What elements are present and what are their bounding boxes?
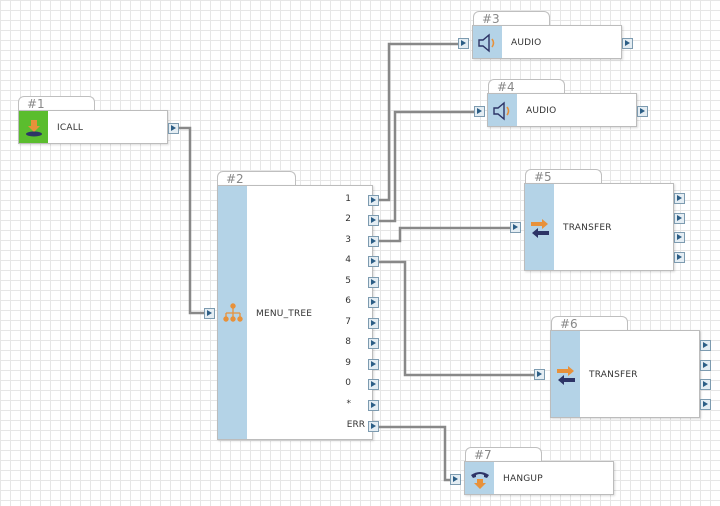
wire-2-port3-to-5 — [379, 226, 513, 243]
output-port-3[interactable] — [674, 232, 685, 243]
output-port-2[interactable] — [368, 215, 379, 226]
input-port[interactable] — [474, 106, 485, 117]
output-port-0[interactable] — [368, 379, 379, 390]
node-icon-strip — [465, 462, 494, 494]
port-label: 8 — [345, 337, 351, 347]
output-port-4[interactable] — [700, 399, 711, 410]
wire-2-err-to-7 — [379, 425, 453, 482]
port-label: 3 — [345, 235, 351, 245]
output-port-7[interactable] — [368, 318, 379, 329]
node-label: AUDIO — [526, 106, 557, 116]
output-port[interactable] — [168, 123, 179, 134]
output-port[interactable] — [622, 38, 633, 49]
hangup-phone-icon — [471, 472, 489, 489]
output-port-err[interactable] — [368, 421, 379, 432]
node-icon-strip — [525, 184, 554, 270]
node-id-tab: #3 — [473, 11, 550, 26]
port-label: 1 — [345, 194, 351, 204]
tree-icon — [223, 303, 243, 322]
input-port[interactable] — [510, 222, 521, 233]
node-id-tab: #4 — [488, 79, 565, 94]
output-port-4[interactable] — [368, 256, 379, 267]
input-port[interactable] — [204, 308, 215, 319]
output-port-5[interactable] — [368, 277, 379, 288]
port-label: ERR — [346, 420, 365, 430]
node-label: TRANSFER — [589, 370, 638, 380]
transfer-arrows-icon — [557, 366, 575, 385]
output-port-3[interactable] — [368, 236, 379, 247]
node-label: ICALL — [57, 123, 84, 133]
transfer-arrows-icon — [531, 219, 549, 238]
node-id-tab: #7 — [465, 447, 542, 462]
node-id-tab: #5 — [525, 169, 602, 184]
output-port-1[interactable] — [674, 193, 685, 204]
node-id-tab: #6 — [551, 316, 628, 331]
port-label: 6 — [345, 296, 351, 306]
speaker-icon — [478, 33, 495, 53]
port-label: * — [346, 399, 352, 409]
port-label: 7 — [345, 317, 351, 327]
node-id-tab: #2 — [217, 171, 296, 186]
input-port[interactable] — [534, 369, 545, 380]
incoming-call-icon — [26, 120, 42, 137]
node-id-tab: #1 — [18, 96, 95, 111]
port-label: 4 — [345, 255, 351, 265]
port-label: 0 — [345, 378, 351, 388]
output-port-4[interactable] — [674, 252, 685, 263]
port-label: 2 — [345, 214, 351, 224]
node-label: HANGUP — [503, 474, 543, 484]
output-port-1[interactable] — [700, 340, 711, 351]
node-label: TRANSFER — [563, 223, 612, 233]
output-port-3[interactable] — [700, 379, 711, 390]
wire-2-port4-to-6 — [379, 260, 537, 377]
output-port-1[interactable] — [368, 195, 379, 206]
output-port-9[interactable] — [368, 359, 379, 370]
port-label: 5 — [345, 276, 351, 286]
wire-2-port1-to-3 — [379, 42, 460, 202]
output-port[interactable] — [637, 106, 648, 117]
output-port-2[interactable] — [674, 213, 685, 224]
input-port[interactable] — [458, 38, 469, 49]
node-icon-strip — [551, 331, 580, 417]
output-port-star[interactable] — [368, 400, 379, 411]
wire-1-to-2 — [178, 126, 206, 315]
port-label: 9 — [345, 358, 351, 368]
input-port[interactable] — [450, 474, 461, 485]
node-label: AUDIO — [511, 38, 542, 48]
output-port-2[interactable] — [700, 360, 711, 371]
output-port-6[interactable] — [368, 297, 379, 308]
node-label: MENU_TREE — [256, 309, 313, 319]
wire-2-port2-to-4 — [379, 110, 476, 223]
speaker-icon — [493, 101, 510, 121]
output-port-8[interactable] — [368, 338, 379, 349]
